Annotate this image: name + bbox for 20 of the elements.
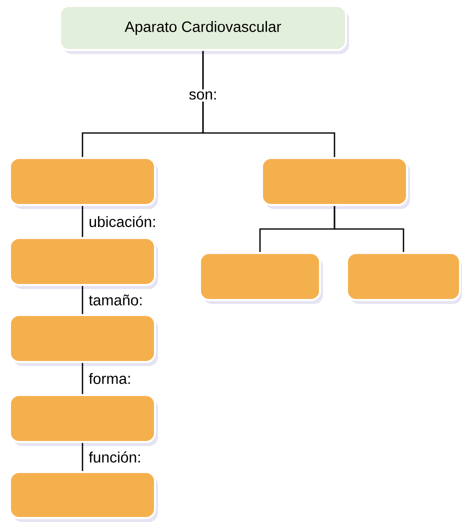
empty-box [9, 237, 156, 286]
connector-line [82, 363, 84, 394]
empty-box [199, 252, 321, 301]
title-box: Aparato Cardiovascular [59, 5, 347, 51]
empty-box [261, 157, 408, 206]
connector-line [82, 286, 84, 314]
connector-line [82, 443, 84, 471]
empty-box [9, 394, 156, 443]
connector-line [202, 51, 336, 157]
empty-box [346, 252, 461, 301]
empty-box [9, 157, 156, 206]
empty-box [9, 471, 156, 519]
connector-line [82, 206, 84, 237]
empty-box [9, 314, 156, 363]
edge-label: forma: [88, 373, 130, 384]
edge-label: ubicación: [90, 216, 155, 228]
edge-label: son: [186, 89, 220, 102]
connector-line [334, 206, 404, 252]
edge-label: función: [88, 451, 140, 463]
edge-label: tamaño: [88, 294, 142, 306]
